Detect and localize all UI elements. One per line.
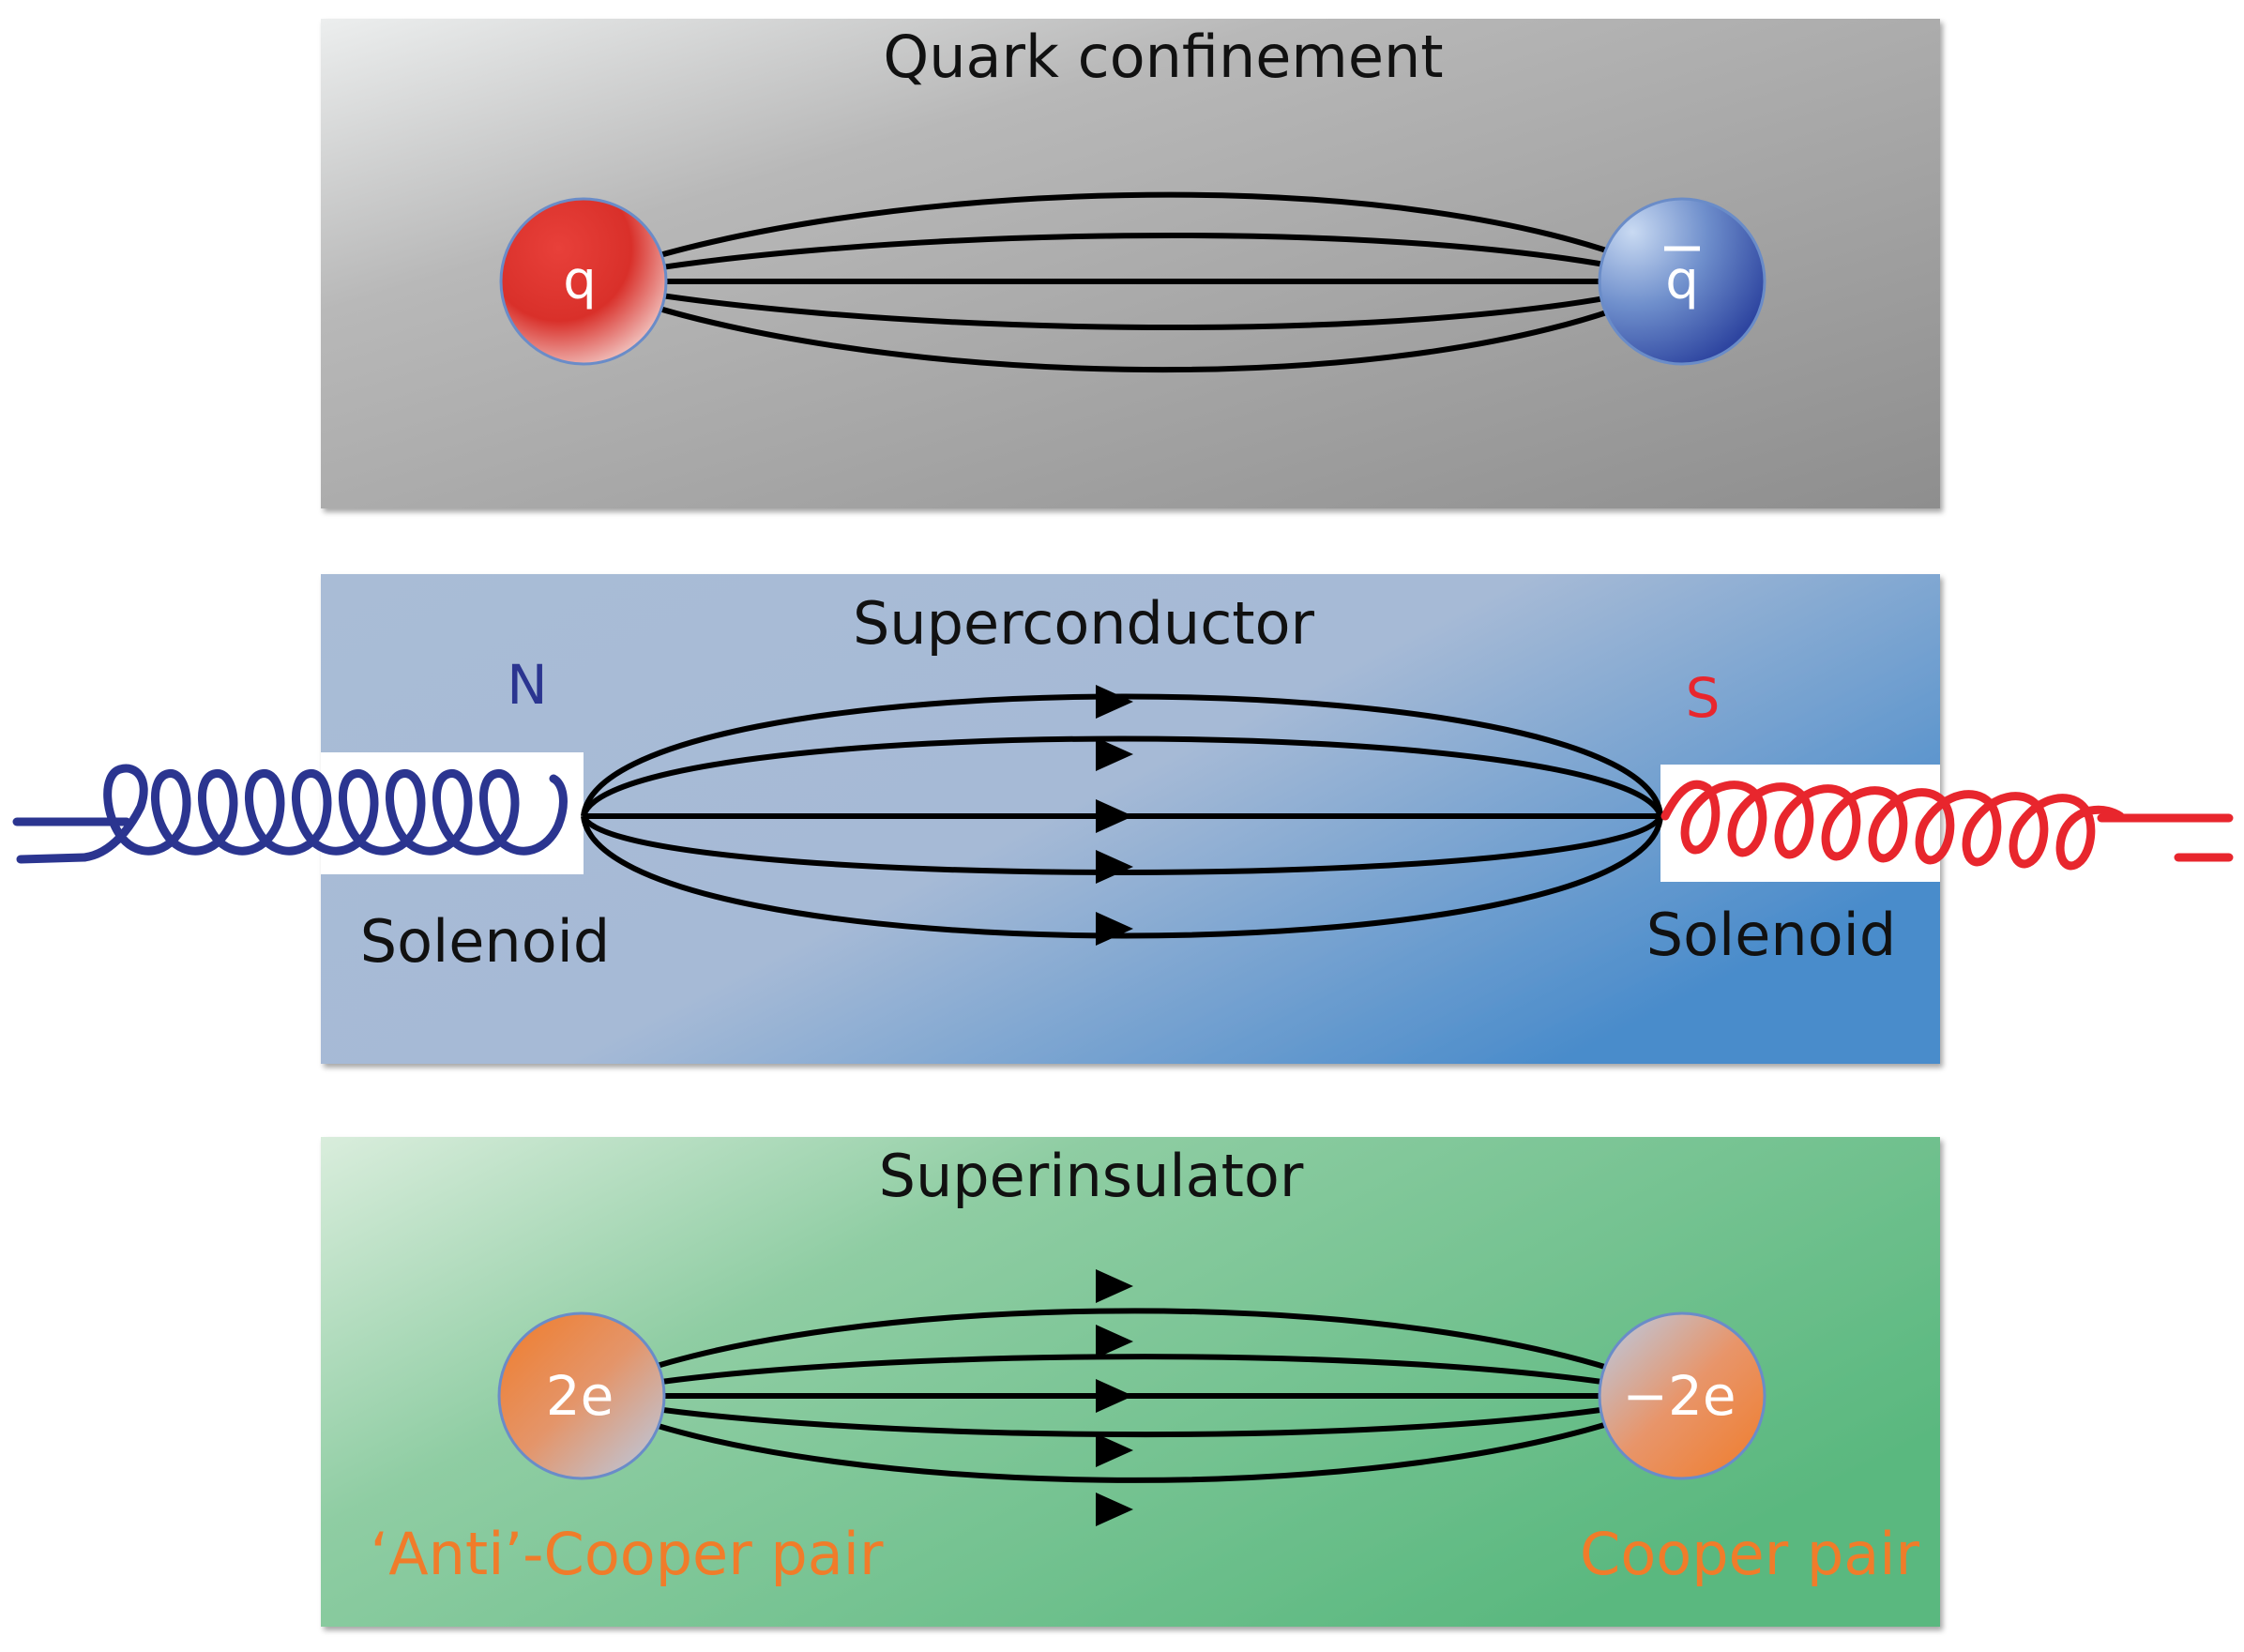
right-solenoid-coil xyxy=(1660,780,2234,871)
flux-line xyxy=(580,279,1686,373)
flux-arrow xyxy=(1096,912,1133,946)
flux-line xyxy=(580,1308,1686,1399)
flux-arrow xyxy=(1096,1325,1133,1358)
flux-arrow xyxy=(1096,685,1133,719)
color-flux-tube xyxy=(580,191,1686,373)
flux-arrows xyxy=(1096,685,1133,946)
superconductor-panel-title: Superconductor xyxy=(853,589,1315,658)
flux-line xyxy=(581,814,1663,875)
flux-arrow xyxy=(1096,1493,1133,1526)
antiquark-sphere xyxy=(1598,197,1766,366)
flux-line xyxy=(581,232,1685,284)
flux-line xyxy=(581,815,1663,939)
left-solenoid-label: Solenoid xyxy=(360,907,610,976)
flux-arrow xyxy=(1096,799,1133,833)
antiquark-label: q xyxy=(1665,250,1699,311)
anti-cooper-pair-sphere xyxy=(497,1311,666,1480)
superconductor-panel: Superconductor N S xyxy=(12,574,2234,1064)
cooper-pair-label: Cooper pair xyxy=(1580,1520,1919,1588)
anti-cooper-pair-charge: 2e xyxy=(546,1364,614,1428)
quark-panel-title: Quark confinement xyxy=(883,23,1443,91)
flux-line xyxy=(580,1393,1686,1483)
superinsulator-panel-title: Superinsulator xyxy=(879,1142,1304,1210)
right-solenoid-label: Solenoid xyxy=(1646,901,1896,969)
flux-arrow xyxy=(1096,850,1133,884)
cooper-pair-charge: −2e xyxy=(1622,1364,1736,1428)
flux-arrow xyxy=(1096,1379,1133,1413)
quark-sphere xyxy=(499,197,668,366)
anti-cooper-pair-label: ‘Anti’-Cooper pair xyxy=(371,1520,884,1588)
flux-line xyxy=(581,1354,1685,1399)
flux-line xyxy=(581,693,1663,817)
north-pole-label: N xyxy=(507,653,547,717)
quark-confinement-panel: Quark confinement q q xyxy=(321,19,1940,508)
superinsulator-panel: Superinsulator 2e −2e ‘Anti’-Cooper pair… xyxy=(321,1137,1940,1627)
flux-line xyxy=(581,1393,1685,1438)
quark-label: q xyxy=(563,250,597,311)
left-solenoid-coil xyxy=(12,764,568,864)
flux-arrow xyxy=(1096,1433,1133,1467)
cooper-pair-sphere xyxy=(1598,1311,1766,1480)
flux-arrows xyxy=(1096,1269,1133,1526)
flux-arrow xyxy=(1096,737,1133,771)
south-pole-label: S xyxy=(1686,666,1721,730)
flux-arrow xyxy=(1096,1269,1133,1303)
flux-line xyxy=(581,735,1663,818)
flux-line xyxy=(580,191,1686,284)
flux-line xyxy=(581,279,1685,331)
